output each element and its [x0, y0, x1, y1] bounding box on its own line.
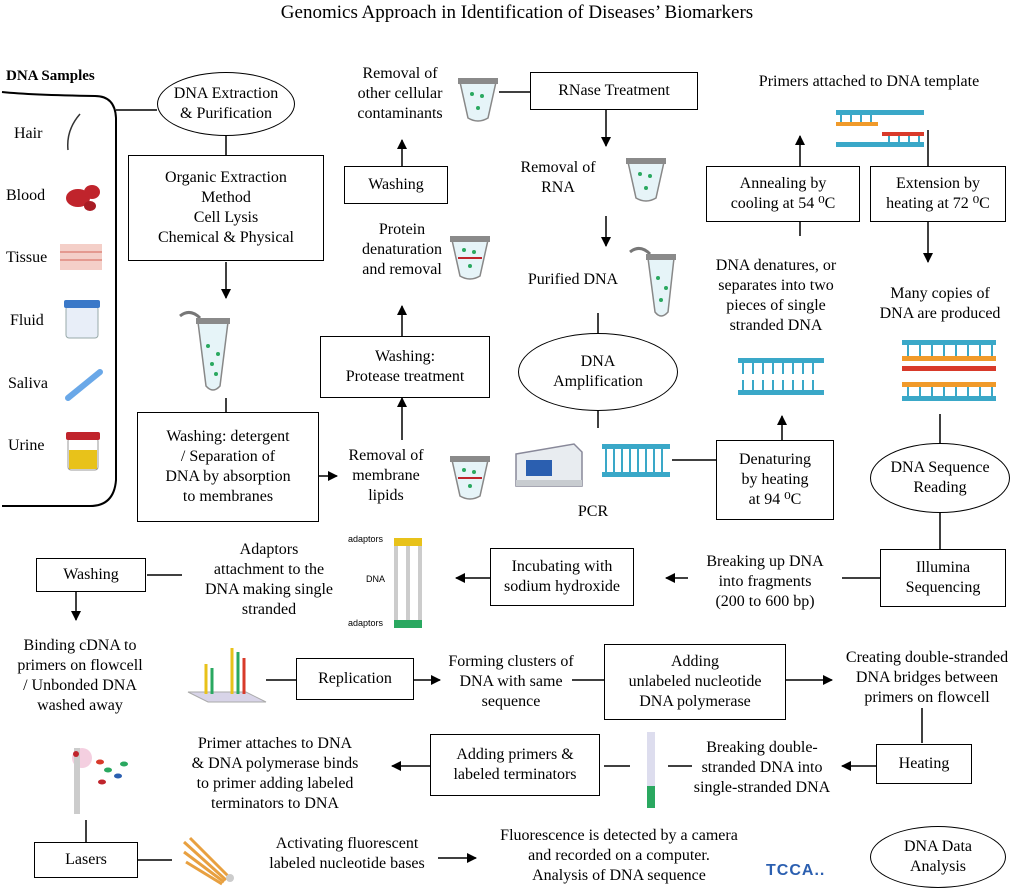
samples-bracket — [1, 91, 117, 507]
lasers-box: Lasers — [34, 842, 138, 878]
hair-icon — [67, 113, 81, 151]
urine-cup-icon — [66, 432, 100, 471]
washing-box-seq: Washing — [36, 558, 146, 592]
removal-contaminants-label: Removal of other cellular contaminants — [357, 65, 443, 122]
breaking-up-dna-label: Breaking up DNA into fragments (200 to 6… — [706, 553, 824, 610]
column-tube-icon — [450, 456, 490, 500]
forming-clusters-label: Forming clusters of DNA with same sequen… — [448, 653, 574, 710]
adaptor-label-mid: DNA — [366, 574, 386, 584]
tcca-readout: TCCA.. — [766, 862, 826, 879]
sample-label-tissue: Tissue — [6, 249, 48, 266]
page-title: Genomics Approach in Identification of D… — [280, 2, 754, 23]
blood-drops-icon — [66, 185, 100, 211]
many-copies-label: Many copies of DNA are produced — [879, 285, 1001, 322]
fluorescence-detected-label: Fluorescence is detected by a camera and… — [500, 827, 738, 884]
creating-bridges-label: Creating double-stranded DNA bridges bet… — [845, 649, 1009, 706]
tissue-icon — [60, 244, 102, 270]
sample-label-saliva: Saliva — [8, 375, 48, 392]
extension-box: Extension by heating at 72 ⁰C — [870, 166, 1006, 222]
adding-unlabeled-box: Adding unlabeled nucleotide DNA polymera… — [604, 644, 786, 720]
samples-heading: DNA Samples — [6, 68, 95, 84]
primers-attached-label: Primers attached to DNA template — [758, 73, 980, 90]
washing-box-top: Washing — [344, 166, 448, 204]
illumina-sequencing-box: Illumina Sequencing — [880, 549, 1006, 607]
adaptors-attachment-label: Adaptors attachment to the DNA making si… — [205, 541, 333, 618]
dna-denatured-icon — [738, 358, 824, 395]
labeled-terminator-icon — [72, 748, 128, 814]
primer-template-icon — [836, 110, 924, 147]
adaptor-dna-icon — [394, 538, 422, 628]
removal-membrane-label: Removal of membrane lipids — [348, 447, 424, 504]
column-tube-icon-4 — [626, 158, 666, 202]
sample-label-hair: Hair — [14, 125, 43, 142]
pcr-label: PCR — [577, 503, 609, 520]
replication-box: Replication — [296, 658, 414, 700]
flowcell-icon — [187, 648, 267, 703]
dna-denatures-label: DNA denatures, or separates into two pie… — [715, 257, 837, 334]
microtube-icon-2 — [629, 247, 676, 317]
column-tube-icon-2 — [450, 236, 490, 280]
column-tube-icon-3 — [458, 78, 498, 122]
annealing-box: Annealing by cooling at 54 ⁰C — [706, 166, 860, 222]
heating-box: Heating — [876, 744, 972, 784]
saliva-swab-icon — [65, 369, 103, 401]
adaptor-label-top: adaptors — [348, 534, 384, 544]
binding-cdna-label: Binding cDNA to primers on flowcell / Un… — [17, 637, 143, 714]
incubating-box: Incubating with sodium hydroxide — [490, 548, 634, 606]
purified-dna-label: Purified DNA — [527, 271, 619, 288]
dna-amplification-ellipse: DNA Amplification — [518, 333, 678, 411]
denaturing-box: Denaturing by heating at 94 ⁰C — [716, 440, 834, 520]
sample-label-urine: Urine — [8, 437, 45, 454]
single-strand-icon — [647, 732, 655, 808]
organic-extraction-box: Organic Extraction Method Cell Lysis Che… — [128, 155, 324, 261]
sample-label-blood: Blood — [6, 187, 46, 204]
fluid-container-icon — [64, 300, 100, 339]
removal-rna-label: Removal of RNA — [520, 159, 596, 196]
microtube-icon — [179, 311, 230, 391]
protein-denaturation-label: Protein denaturation and removal — [362, 221, 442, 278]
sample-label-fluid: Fluid — [10, 312, 44, 329]
adding-primers-box: Adding primers & labeled terminators — [430, 734, 600, 796]
adaptor-label-bot: adaptors — [348, 618, 384, 628]
pcr-machine-icon — [515, 443, 583, 487]
dna-extraction-ellipse: DNA Extraction & Purification — [157, 72, 295, 136]
dna-sequence-reading-ellipse: DNA Sequence Reading — [870, 443, 1010, 513]
primer-attaches-label: Primer attaches to DNA & DNA polymerase … — [191, 735, 359, 812]
dna-strand-icon-pcr — [602, 444, 670, 477]
dna-data-analysis-ellipse: DNA Data Analysis — [870, 826, 1006, 888]
breaking-double-label: Breaking double- stranded DNA into singl… — [693, 739, 831, 796]
laser-beam-icon — [182, 836, 234, 886]
activating-fluorescent-label: Activating fluorescent labeled nucleotid… — [269, 835, 425, 872]
washing-detergent-box: Washing: detergent / Separation of DNA b… — [137, 412, 319, 522]
rnase-treatment-box: RNase Treatment — [530, 72, 698, 110]
washing-protease-box: Washing: Protease treatment — [320, 336, 490, 398]
dna-copies-icon — [902, 340, 996, 401]
